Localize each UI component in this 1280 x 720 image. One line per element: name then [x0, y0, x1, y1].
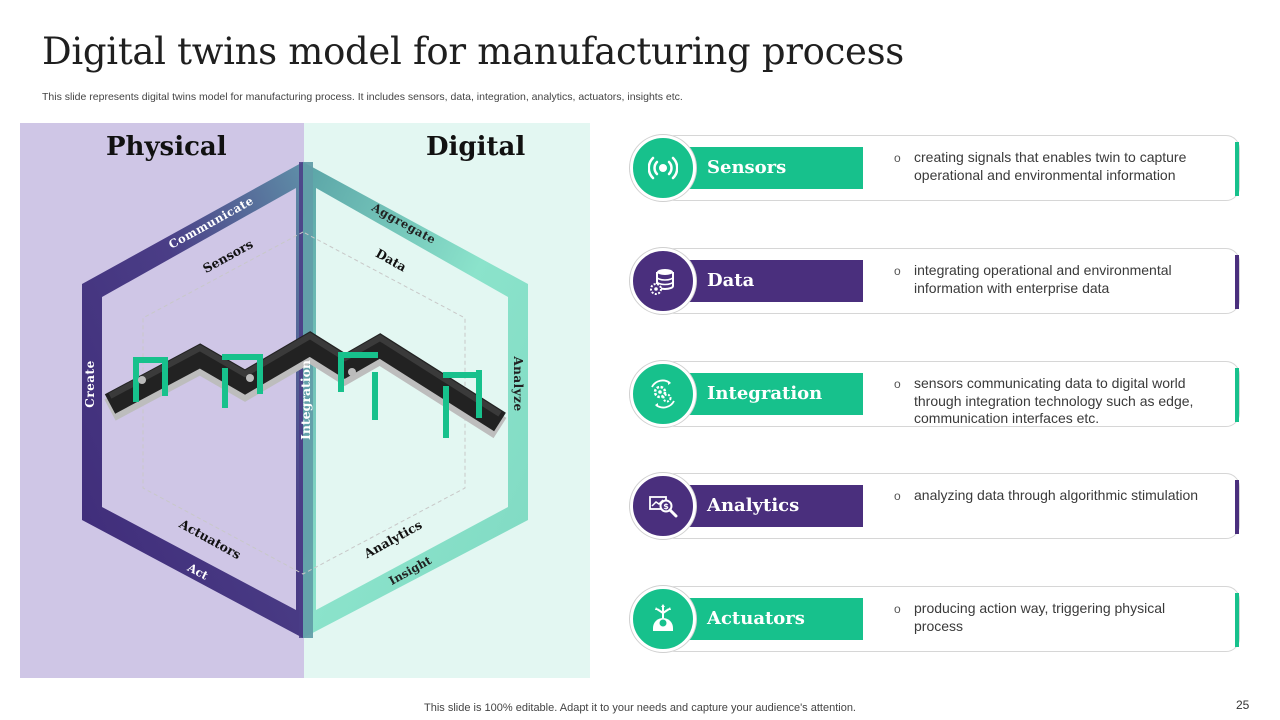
- analytics-magnifier-icon: $: [649, 496, 678, 518]
- bullet-marker: o: [894, 264, 901, 278]
- card-integration: Integration o sensors communicating data…: [630, 361, 1242, 427]
- card-sensors: Sensors o creating signals that enables …: [630, 135, 1242, 201]
- slide-title: Digital twins model for manufacturing pr…: [42, 30, 904, 73]
- inner-dashed-hexagon: [142, 231, 466, 575]
- card-description: integrating operational and environmenta…: [914, 262, 1172, 296]
- physical-heading: Physical: [106, 132, 227, 162]
- digital-twin-hexagon-diagram: Communicate Create Act Aggregate Analyze…: [82, 162, 528, 638]
- sensor-signal-icon: [648, 156, 678, 180]
- card-data: Data o integrating operational and envir…: [630, 248, 1242, 314]
- page-number: 25: [1236, 698, 1250, 712]
- card-label: Analytics: [707, 495, 800, 516]
- bullet-marker: o: [894, 489, 901, 503]
- card-description: creating signals that enables twin to ca…: [914, 149, 1187, 183]
- bullet-marker: o: [894, 151, 901, 165]
- label-create: Create: [83, 360, 97, 407]
- card-accent-bar: [1235, 142, 1239, 196]
- slide-subtitle: This slide represents digital twins mode…: [42, 91, 683, 103]
- hand-arrows-icon: [653, 604, 673, 631]
- label-integration: Integration: [298, 360, 313, 440]
- card-icon-circle: [630, 248, 696, 314]
- label-analyze: Analyze: [511, 355, 525, 411]
- card-label: Actuators: [707, 608, 805, 629]
- card-accent-bar: [1235, 368, 1239, 422]
- card-accent-bar: [1235, 255, 1239, 309]
- conveyor-illustration: [104, 331, 507, 439]
- label-inner-sensors: Sensors: [200, 236, 255, 276]
- card-label: Sensors: [707, 157, 787, 178]
- label-inner-data: Data: [373, 246, 409, 275]
- card-accent-bar: [1235, 593, 1239, 647]
- card-label: Integration: [707, 383, 823, 404]
- bullet-marker: o: [894, 602, 901, 616]
- slide-footer: This slide is 100% editable. Adapt it to…: [424, 702, 856, 714]
- bullet-marker: o: [894, 377, 901, 391]
- digital-heading: Digital: [426, 132, 526, 162]
- card-description: producing action way, triggering physica…: [914, 600, 1166, 634]
- card-icon-circle: [630, 586, 696, 652]
- card-analytics: Analytics $ o analyzing data through alg…: [630, 473, 1242, 539]
- svg-text:$: $: [663, 502, 669, 511]
- card-actuators: Actuators o producing action way, trigge…: [630, 586, 1242, 652]
- database-gear-icon: [650, 269, 674, 295]
- label-inner-analytics: Analytics: [360, 517, 424, 562]
- card-description: sensors communicating data to digital wo…: [914, 375, 1194, 426]
- card-icon-circle: [630, 135, 696, 201]
- card-icon-circle: [630, 361, 696, 427]
- card-accent-bar: [1235, 480, 1239, 534]
- card-icon-circle: $: [630, 473, 696, 539]
- card-label: Data: [707, 270, 755, 291]
- gears-cycle-icon: [651, 379, 675, 409]
- physical-panel: [20, 123, 304, 678]
- card-description: analyzing data through algorithmic stimu…: [914, 487, 1199, 503]
